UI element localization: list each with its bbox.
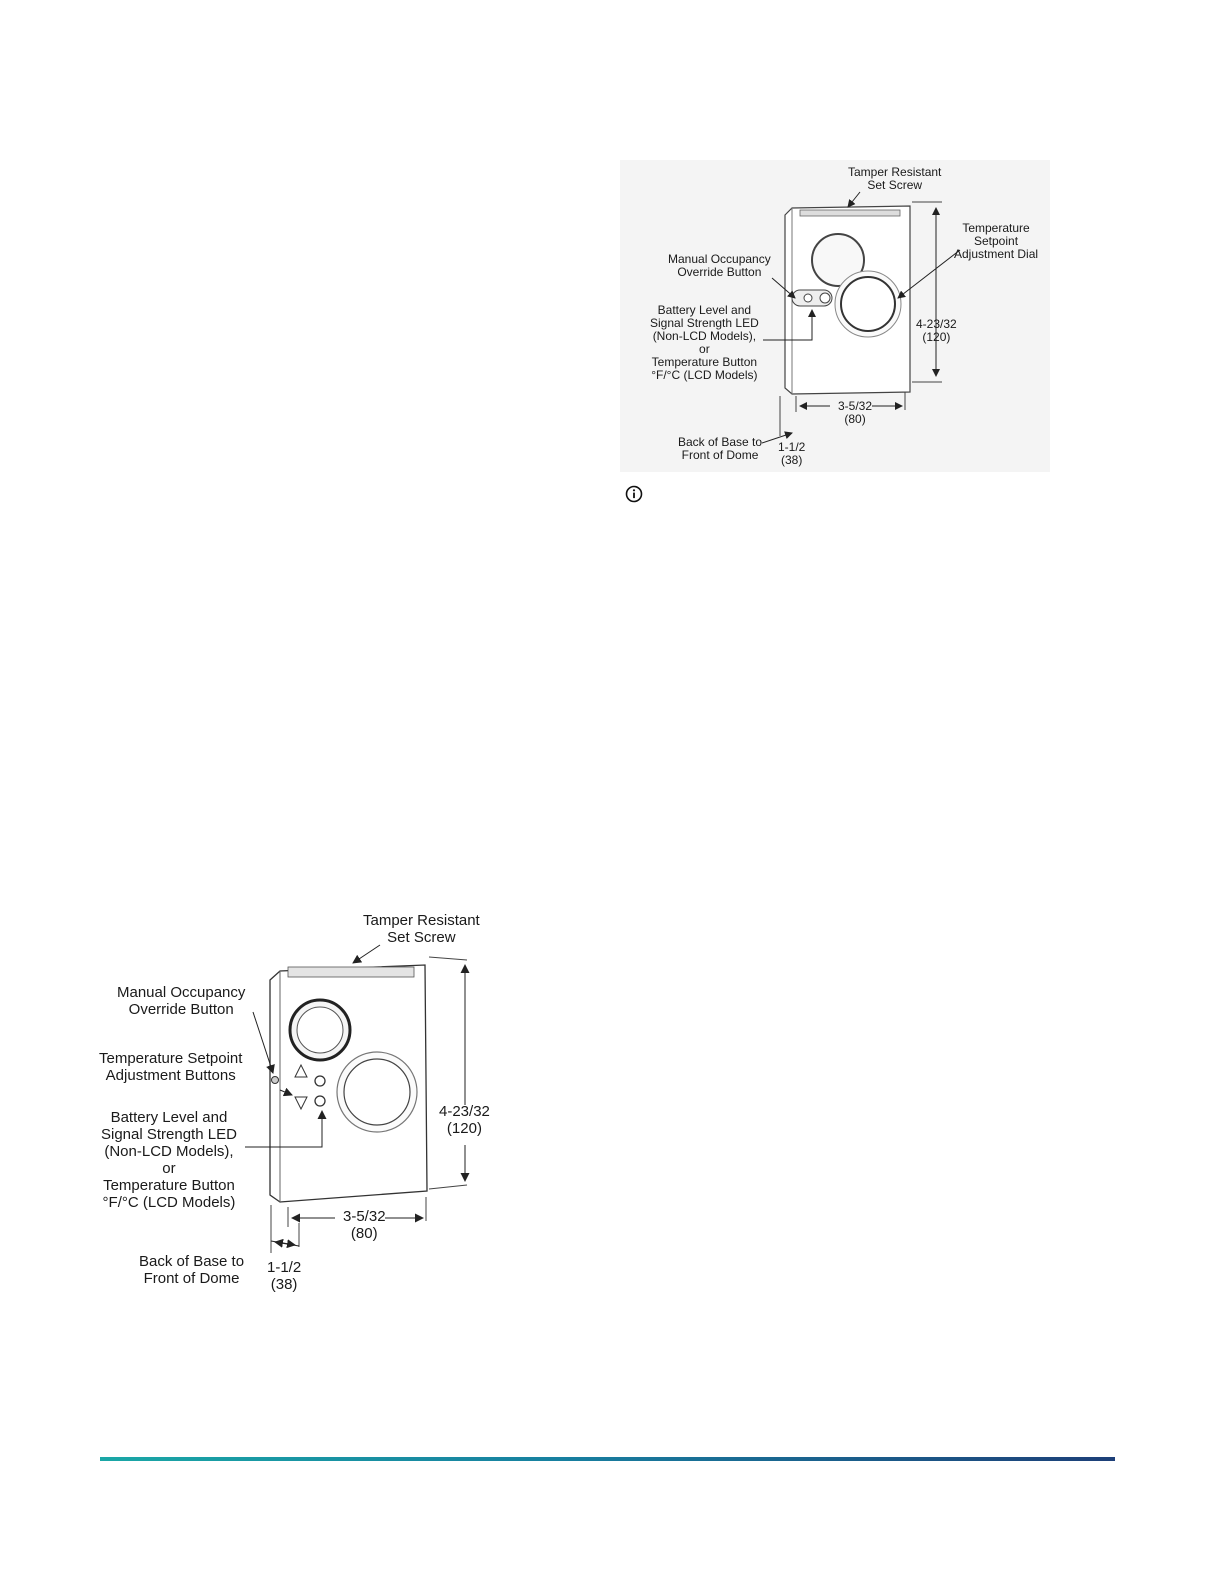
label-tamper-screw-text: Tamper Resistant Set Screw — [363, 912, 480, 946]
label-width: 3-5/32 (80) — [838, 400, 872, 426]
label-setpoint-buttons-text: Temperature Setpoint Adjustment Buttons — [99, 1050, 243, 1084]
label-led: Battery Level and Signal Strength LED (N… — [101, 1109, 237, 1212]
label-width: 3-5/32 (80) — [343, 1208, 386, 1243]
sensor-drawing-dial — [761, 191, 961, 444]
sensor-diagram-buttons: Tamper Resistant Set Screw Manual Occupa… — [95, 905, 505, 1300]
label-override-button-text: Manual Occupancy Override Button — [117, 984, 246, 1018]
label-depth-description-text: Back of Base to Front of Dome — [139, 1253, 245, 1287]
label-led-text: Battery Level and Signal Strength LED (N… — [101, 1109, 237, 1211]
label-tamper-screw-text: Tamper Resistant Set Screw — [848, 165, 942, 192]
label-height: 4-23/32 (120) — [916, 318, 957, 344]
label-depth-text: 1-1/2 (38) — [267, 1259, 302, 1293]
footer-rule — [100, 1457, 1115, 1461]
info-icon — [625, 485, 643, 503]
label-width-text: 3-5/32 (80) — [343, 1208, 386, 1242]
label-depth-description: Back of Base to Front of Dome — [678, 436, 762, 462]
label-led: Battery Level and Signal Strength LED (N… — [650, 304, 759, 382]
label-height-text: 4-23/32 (120) — [439, 1103, 490, 1137]
label-depth: 1-1/2 (38) — [778, 441, 805, 467]
label-setpoint-dial: Temperature Setpoint Adjustment Dial — [954, 222, 1038, 261]
label-depth-description: Back of Base to Front of Dome — [139, 1253, 245, 1288]
label-width-text: 3-5/32 (80) — [838, 399, 873, 426]
label-setpoint-dial-text: Temperature Setpoint Adjustment Dial — [954, 221, 1039, 261]
label-override-button-text: Manual Occupancy Override Button — [668, 252, 771, 279]
label-depth: 1-1/2 (38) — [267, 1259, 302, 1294]
label-height-text: 4-23/32 (120) — [916, 317, 957, 344]
label-tamper-screw: Tamper Resistant Set Screw — [848, 166, 941, 192]
label-depth-description-text: Back of Base to Front of Dome — [678, 435, 763, 462]
label-depth-text: 1-1/2 (38) — [778, 440, 806, 467]
sensor-diagram-dial: Tamper Resistant Set Screw Temperature S… — [620, 160, 1050, 472]
sensor-drawing-buttons — [245, 944, 470, 1253]
label-override-button: Manual Occupancy Override Button — [668, 253, 771, 279]
label-led-text: Battery Level and Signal Strength LED (N… — [650, 303, 759, 382]
label-height: 4-23/32 (120) — [439, 1103, 490, 1138]
label-setpoint-buttons: Temperature Setpoint Adjustment Buttons — [99, 1050, 243, 1085]
label-override-button: Manual Occupancy Override Button — [117, 984, 246, 1019]
label-tamper-screw: Tamper Resistant Set Screw — [363, 912, 480, 947]
